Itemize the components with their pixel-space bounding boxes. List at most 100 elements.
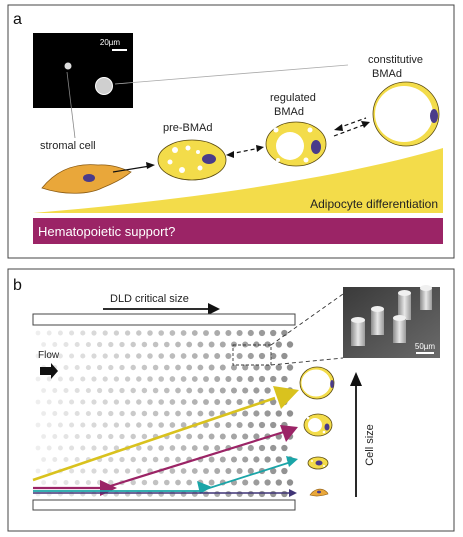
arrow-head-3a bbox=[361, 121, 370, 128]
pillar-dot bbox=[163, 364, 170, 371]
pillar-dot bbox=[97, 341, 103, 348]
pillar-dot bbox=[186, 364, 193, 371]
pillar-dot bbox=[102, 376, 108, 382]
trajectory-teal-mid-head bbox=[197, 481, 212, 494]
pillar-dot bbox=[141, 387, 148, 394]
stromal-nucleus bbox=[83, 174, 95, 182]
output-cell-large bbox=[299, 366, 335, 400]
pillar-dot bbox=[130, 341, 136, 348]
pillar-dot bbox=[158, 399, 164, 405]
pillar-dot bbox=[247, 352, 254, 360]
pillar-dot bbox=[186, 479, 193, 486]
pillar-dot bbox=[225, 376, 232, 382]
pillar-dot bbox=[46, 330, 52, 336]
pillar-dot bbox=[264, 479, 271, 486]
pillar-dot bbox=[147, 445, 153, 451]
pillar-dot bbox=[208, 479, 215, 486]
pillar-dot bbox=[253, 433, 260, 440]
pillar-dot bbox=[130, 410, 136, 417]
pillar-dot bbox=[214, 491, 221, 497]
pillar-dot bbox=[247, 375, 254, 383]
pillar-dot bbox=[264, 341, 271, 348]
pillar-dot bbox=[264, 410, 271, 417]
pillar-dot bbox=[236, 421, 243, 429]
pillar-dot bbox=[119, 364, 125, 371]
pillar-dot bbox=[230, 387, 238, 394]
pillar-dot bbox=[163, 410, 170, 417]
zoom-line-bottom bbox=[270, 357, 344, 366]
pillar-dot bbox=[69, 376, 75, 382]
pillar-dot bbox=[113, 445, 120, 451]
pillar-dot bbox=[113, 422, 120, 428]
pillar-dot bbox=[191, 376, 198, 382]
pillar-dot bbox=[52, 434, 58, 439]
pillar-dot bbox=[136, 491, 142, 497]
support-label: Hematopoietic support? bbox=[38, 224, 175, 239]
pillar-dot bbox=[264, 456, 271, 463]
trajectory-yellow bbox=[32, 396, 276, 482]
pillar-dot bbox=[169, 468, 176, 474]
pillar-dot bbox=[80, 353, 86, 359]
panel-b: b DLD critical size Flow bbox=[7, 268, 455, 532]
pillar-dot bbox=[242, 479, 249, 486]
pillar-dot bbox=[158, 330, 164, 336]
flow-arrow-icon bbox=[40, 363, 58, 379]
pillar-dot bbox=[57, 491, 63, 497]
pillar-dot bbox=[191, 330, 198, 336]
arrow-head-2a bbox=[256, 145, 264, 152]
pillar-dot bbox=[225, 399, 232, 405]
regulated-bmad-nucleus bbox=[311, 140, 321, 154]
pillar-dot bbox=[136, 353, 142, 359]
pillar-dot bbox=[85, 341, 91, 348]
pillar-dot bbox=[35, 353, 41, 359]
pillar-dot bbox=[147, 491, 153, 497]
pillar-dot bbox=[203, 330, 209, 336]
constitutive-bmad-cell bbox=[372, 81, 440, 147]
pillar-dot bbox=[275, 364, 282, 371]
pillar-dot bbox=[69, 445, 75, 451]
pillar-dot bbox=[113, 330, 120, 336]
pillar-dot bbox=[180, 468, 187, 474]
pillar-dot bbox=[147, 376, 153, 382]
pillar-dot bbox=[119, 410, 125, 417]
pillar-dot bbox=[219, 364, 226, 371]
pillar-dot bbox=[186, 387, 193, 394]
pillar-dot bbox=[152, 410, 159, 417]
pillar-dot bbox=[253, 364, 260, 371]
pillar-dot bbox=[74, 410, 80, 417]
pillar-dot bbox=[258, 490, 266, 498]
adipocyte-microscopy bbox=[95, 77, 113, 95]
pillar-dot bbox=[286, 364, 294, 371]
pillar-dot bbox=[197, 341, 204, 348]
pillar-dot bbox=[163, 341, 170, 348]
pillar-dot bbox=[191, 491, 198, 497]
pillar-dot bbox=[197, 387, 204, 394]
pillar-dot bbox=[214, 399, 221, 405]
pillar-dot bbox=[169, 491, 176, 497]
output-cell-small bbox=[307, 456, 329, 470]
pillar-dot bbox=[253, 479, 260, 486]
pillar-dot bbox=[236, 352, 243, 360]
pillar-dot bbox=[281, 352, 288, 360]
pillar-dot bbox=[119, 341, 125, 348]
differentiation-label: Adipocyte differentiation bbox=[310, 197, 438, 211]
panel-a-letter: a bbox=[13, 11, 22, 28]
pillar-dot bbox=[108, 456, 114, 463]
pillar-dot bbox=[147, 330, 153, 336]
pillar-dot bbox=[242, 456, 249, 463]
pillar-dot bbox=[102, 445, 108, 451]
pillar-dot bbox=[113, 376, 120, 382]
regulated-label-line2: BMAd bbox=[274, 106, 304, 118]
pillar-dot bbox=[169, 399, 176, 405]
pillar-dot bbox=[141, 341, 148, 348]
pillar-dot bbox=[57, 376, 63, 382]
pillar-dot bbox=[158, 445, 164, 451]
pillar-dot bbox=[41, 342, 47, 347]
pillar-dot bbox=[236, 467, 243, 475]
pillar-dot bbox=[80, 399, 86, 405]
pillar-dot bbox=[180, 376, 187, 382]
pillar-dot bbox=[102, 399, 108, 405]
pillar-dot bbox=[130, 364, 136, 371]
pillar-dot bbox=[264, 364, 271, 371]
channel-top-wall bbox=[32, 313, 296, 326]
